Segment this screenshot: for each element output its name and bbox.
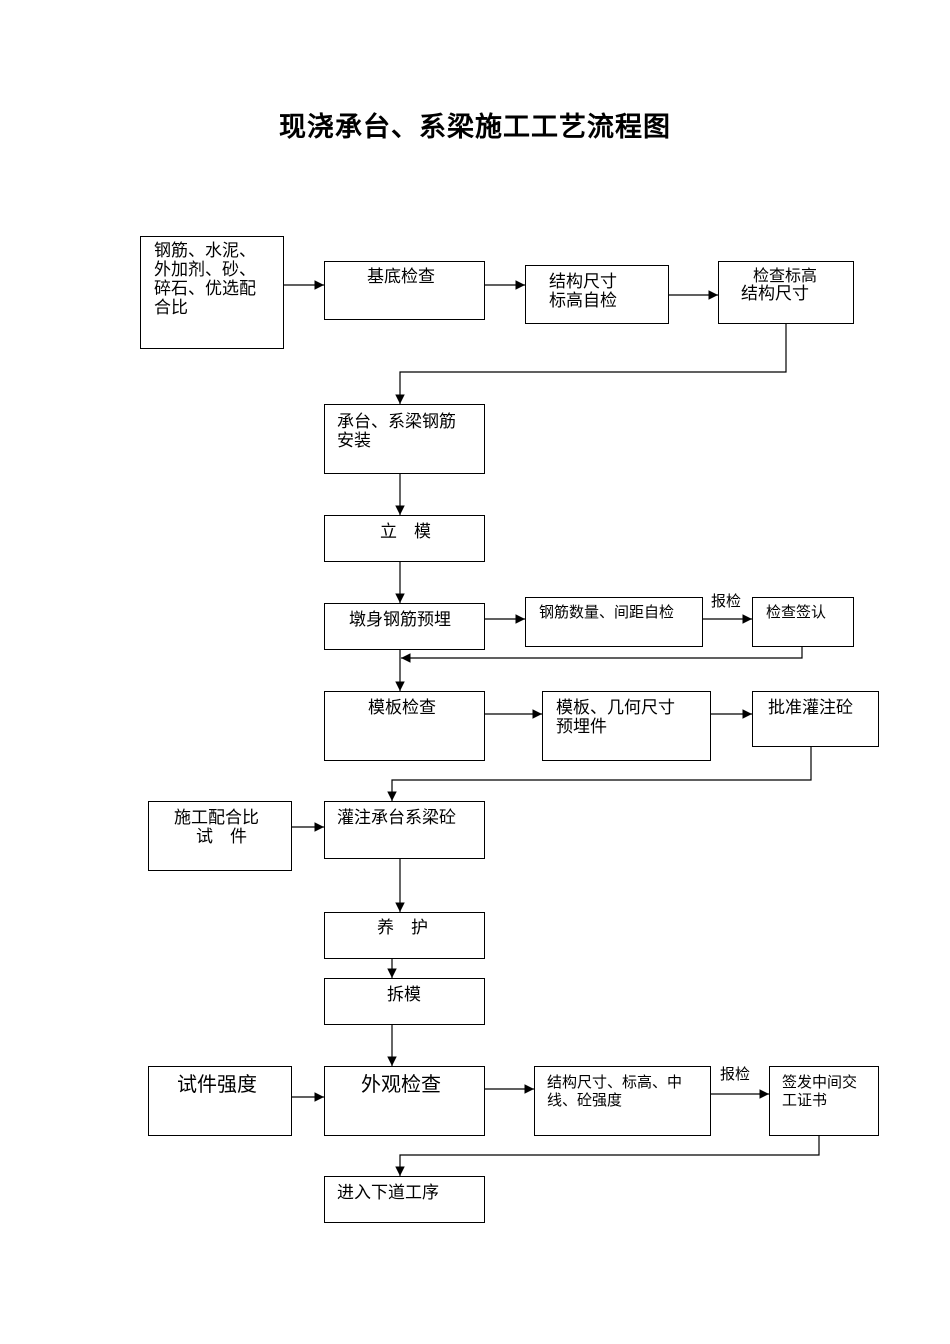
- node-pier-rebar: 墩身钢筋预埋: [324, 603, 485, 650]
- node-base-check: 基底检查: [324, 261, 485, 320]
- node-demold: 拆模: [324, 978, 485, 1025]
- node-rebar-install: 承台、系梁钢筋安装: [324, 404, 485, 474]
- node-form-geometry: 模板、几何尺寸预埋件: [542, 691, 711, 761]
- node-specimen-strength: 试件强度: [148, 1066, 292, 1136]
- arrow-check-to-rebar: [395, 323, 787, 404]
- node-form-check: 模板检查: [324, 691, 485, 761]
- node-next-step: 进入下道工序: [324, 1176, 485, 1223]
- node-formwork: 立 模: [324, 515, 485, 562]
- node-materials: 钢筋、水泥、外加剂、砂、 碎石、优选配合比: [140, 236, 284, 349]
- label-report-1: 报检: [711, 592, 742, 610]
- node-curing: 养 护: [324, 912, 485, 959]
- label-report-2: 报检: [720, 1065, 751, 1083]
- node-check-elevation: 检查标高 结构尺寸: [718, 261, 854, 324]
- node-visual-check: 外观检查: [324, 1066, 485, 1136]
- node-approve-pour: 批准灌注砼: [752, 691, 879, 747]
- node-pour-concrete: 灌注承台系梁砼: [324, 801, 485, 859]
- node-certificate: 签发中间交工证书: [769, 1066, 879, 1136]
- arrow-cert-to-next: [395, 1135, 820, 1176]
- node-check-sign: 检查签认: [752, 597, 854, 647]
- page-title: 现浇承台、系梁施工工艺流程图: [279, 112, 671, 143]
- node-struct-self-check: 结构尺寸标高自检: [525, 265, 669, 324]
- arrow-sign-return: [401, 647, 803, 663]
- arrow-approve-to-pour: [387, 747, 812, 801]
- node-rebar-count-check: 钢筋数量、间距自检: [525, 597, 703, 647]
- node-final-items: 结构尺寸、标高、中线、砼强度: [534, 1066, 711, 1136]
- node-mix-ratio: 施工配合比试 件: [148, 801, 292, 871]
